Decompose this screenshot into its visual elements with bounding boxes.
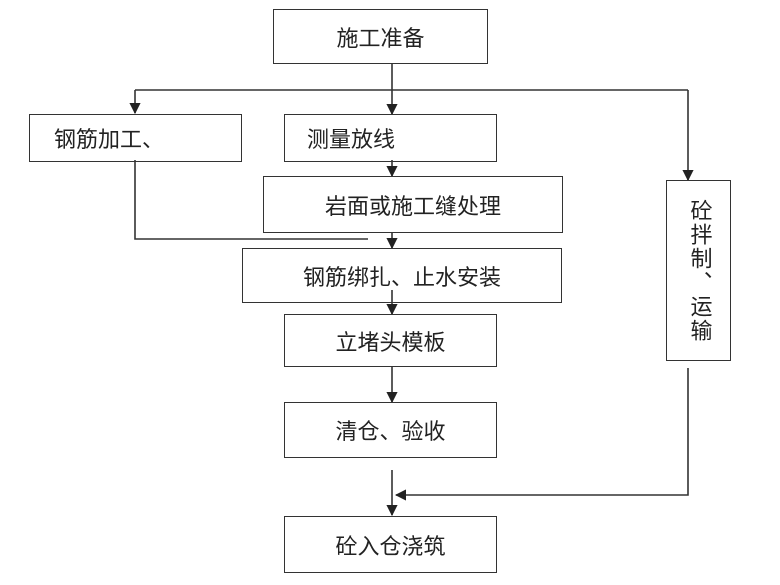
node-clean-inspection: 清仓、验收: [284, 402, 497, 458]
node-end-formwork: 立堵头模板: [284, 314, 497, 367]
node-label: 钢筋加工、: [54, 128, 165, 153]
node-rebar-processing: 钢筋加工、: [29, 114, 242, 162]
node-label: 砼入仓浇筑: [335, 534, 446, 560]
node-label: 清仓、验收: [335, 420, 446, 445]
node-label: 测量放线: [307, 128, 396, 153]
node-label: 砼拌制、运输: [686, 198, 712, 343]
node-label: 施工准备: [336, 26, 425, 52]
node-label: 立堵头模板: [335, 330, 446, 356]
edge-rebar-processing-to-rebar-tying: [134, 160, 368, 240]
node-label: 钢筋绑扎、止水安装: [302, 265, 501, 291]
node-label: 岩面或施工缝处理: [324, 194, 501, 220]
node-survey-layout: 测量放线: [284, 114, 497, 162]
node-construction-preparation: 施工准备: [273, 9, 488, 64]
edge-concrete-mixing-to-pouring: [394, 368, 689, 501]
node-concrete-pouring: 砼入仓浇筑: [284, 516, 497, 573]
node-rebar-tying-waterstop: 钢筋绑扎、止水安装: [242, 248, 562, 303]
node-concrete-mixing-transport: 砼拌制、运输: [666, 180, 731, 361]
node-rock-surface-joint-treatment: 岩面或施工缝处理: [263, 176, 563, 233]
